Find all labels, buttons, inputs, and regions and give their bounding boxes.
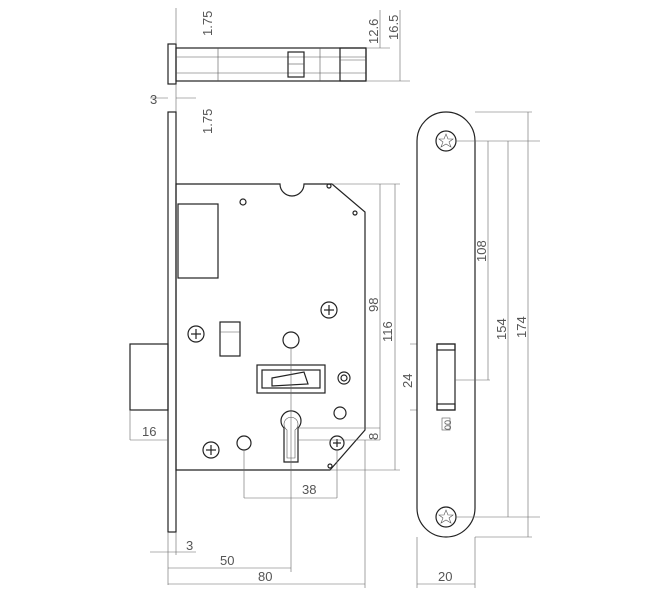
dim-108: 108 [474, 240, 489, 262]
latch-bolt [129, 343, 169, 411]
spindle-hole [282, 331, 300, 349]
dim-8: 8 [366, 433, 381, 440]
dim-16-5: 16.5 [386, 15, 401, 40]
dimension-labels: 1.75 1.75 12.6 16.5 3 98 116 24 8 16 38 … [142, 11, 529, 584]
dim-3-bottom: 3 [186, 538, 193, 553]
dim-116: 116 [380, 321, 395, 342]
dim-80: 80 [258, 569, 272, 584]
strike-label: 00 [443, 420, 453, 430]
faceplate [416, 111, 476, 538]
dim-154: 154 [494, 318, 509, 340]
dim-1-75-bottom: 1.75 [200, 109, 215, 134]
dim-50: 50 [220, 553, 234, 568]
screw-icon [187, 325, 205, 343]
dim-3-forend: 3 [150, 92, 157, 107]
top-view [150, 8, 410, 130]
lock-case [175, 183, 366, 471]
dim-16: 16 [142, 424, 156, 439]
dim-1-75-top: 1.75 [200, 11, 215, 36]
dim-38: 38 [302, 482, 316, 497]
screw-icon [320, 301, 338, 319]
forend-plate [167, 111, 177, 533]
dim-174: 174 [514, 316, 529, 338]
dim-98: 98 [366, 298, 381, 312]
dim-24: 24 [400, 374, 415, 388]
dim-20: 20 [438, 569, 452, 584]
front-view [129, 111, 366, 533]
screw-icon [202, 441, 220, 459]
faceplate-view [416, 111, 540, 588]
dim-12-6: 12.6 [366, 19, 381, 44]
